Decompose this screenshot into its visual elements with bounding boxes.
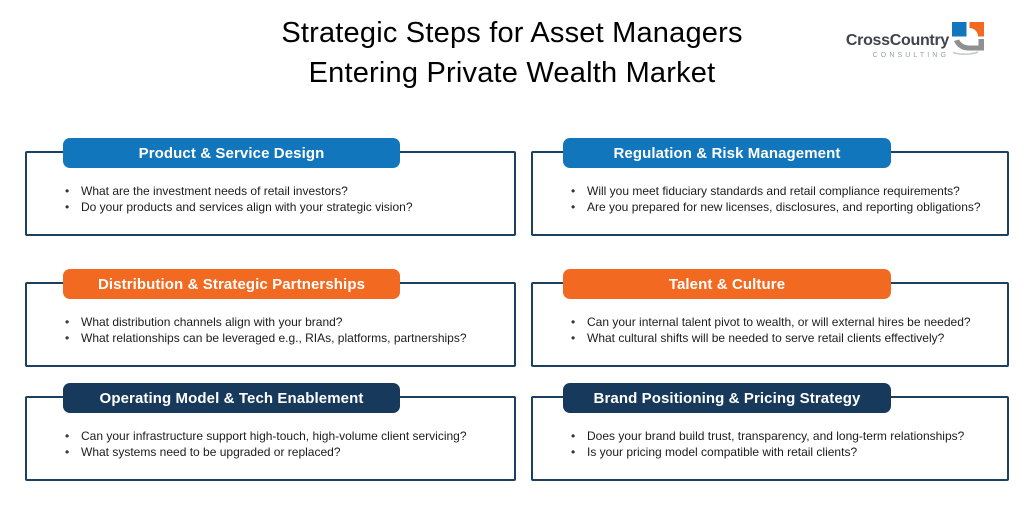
bullet-item: • What relationships can be leveraged e.g… [65, 330, 504, 346]
bullet-dot: • [571, 184, 576, 198]
card-title: Distribution & Strategic Partnerships [97, 275, 366, 293]
card-header-brand-positioning-pricing-strategy: Brand Positioning & Pricing Strategy [563, 383, 891, 413]
bullet-dot: • [65, 445, 70, 459]
card-brand-positioning-pricing-strategy: Brand Positioning & Pricing Strategy • Do… [531, 383, 1009, 481]
card-title: Regulation & Risk Management [613, 144, 841, 162]
bullet-item: • Is your pricing model compatible with r… [571, 444, 997, 460]
bullet-item: • What systems need to be upgraded or rep… [65, 444, 504, 460]
bullet-text: Are you prepared for new licenses, discl… [587, 200, 981, 214]
bullet-text: What cultural shifts will be needed to s… [587, 331, 945, 345]
bullet-text: Can your infrastructure support high-tou… [81, 429, 467, 443]
bullet-item: • Can your internal talent pivot to wealt… [571, 314, 997, 330]
bullet-dot: • [65, 331, 70, 345]
card-title: Operating Model & Tech Enablement [99, 389, 364, 407]
card-header-product-service-design: Product & Service Design [63, 138, 400, 168]
card-talent-culture: Talent & Culture • Can your internal tale… [531, 269, 1009, 367]
logo-sub-name: CONSULTING [872, 52, 949, 59]
card-title: Product & Service Design [138, 144, 325, 162]
bullet-item: • Does your brand build trust, transparen… [571, 428, 997, 444]
bullet-text: What are the investment needs of retail … [81, 184, 348, 198]
card-distribution-strategic-partnerships: Distribution & Strategic Partnerships • W… [25, 269, 516, 367]
card-header-regulation-risk-management: Regulation & Risk Management [563, 138, 891, 168]
bullet-text: Can your internal talent pivot to wealth… [587, 315, 971, 329]
bullet-dot: • [65, 200, 70, 214]
bullet-item: • What are the investment needs of retail… [65, 183, 504, 199]
bullet-item: • What cultural shifts will be needed to … [571, 330, 997, 346]
bullet-item: • What distribution channels align with y… [65, 314, 504, 330]
page-title-line2: Entering Private Wealth Market [308, 57, 716, 89]
card-regulation-risk-management: Regulation & Risk Management • Will you m… [531, 138, 1009, 236]
bullet-item: • Can your infrastructure support high-to… [65, 428, 504, 444]
card-product-service-design: Product & Service Design • What are the i… [25, 138, 516, 236]
bullet-dot: • [571, 445, 576, 459]
bullet-text: Is your pricing model compatible with re… [587, 445, 858, 459]
bullet-dot: • [571, 331, 576, 345]
crosscountry-logo-icon [952, 22, 984, 55]
bullet-text: What relationships can be leveraged e.g.… [81, 331, 467, 345]
card-bullet-list: • Will you meet fiduciary standards and r… [571, 183, 997, 215]
card-bullet-list: • What are the investment needs of retail… [65, 183, 504, 215]
bullet-text: What systems need to be upgraded or repl… [81, 445, 341, 459]
bullet-item: • Do your products and services align wit… [65, 199, 504, 215]
bullet-dot: • [65, 429, 70, 443]
card-bullet-list: • Can your internal talent pivot to wealt… [571, 314, 997, 346]
logo-brand-name: CrossCountry [845, 32, 949, 49]
logo-text: CrossCountry CONSULTING [846, 32, 949, 60]
card-bullet-list: • What distribution channels align with y… [65, 314, 504, 346]
crosscountry-logo: CrossCountry CONSULTING [846, 18, 984, 60]
card-title: Talent & Culture [668, 275, 786, 293]
bullet-dot: • [65, 184, 70, 198]
card-operating-model-tech-enablement: Operating Model & Tech Enablement • Can y… [25, 383, 516, 481]
card-header-operating-model-tech-enablement: Operating Model & Tech Enablement [63, 383, 400, 413]
bullet-dot: • [571, 315, 576, 329]
bullet-text: Will you meet fiduciary standards and re… [587, 184, 960, 198]
bullet-item: • Will you meet fiduciary standards and r… [571, 183, 997, 199]
card-bullet-list: • Does your brand build trust, transparen… [571, 428, 997, 460]
card-header-talent-culture: Talent & Culture [563, 269, 891, 299]
card-bullet-list: • Can your infrastructure support high-to… [65, 428, 504, 460]
bullet-dot: • [571, 200, 576, 214]
card-header-distribution-strategic-partnerships: Distribution & Strategic Partnerships [63, 269, 400, 299]
card-title: Brand Positioning & Pricing Strategy [593, 389, 861, 407]
page-title-line1: Strategic Steps for Asset Managers [281, 17, 743, 49]
bullet-item: • Are you prepared for new licenses, disc… [571, 199, 997, 215]
bullet-dot: • [571, 429, 576, 443]
bullet-text: Does your brand build trust, transparenc… [587, 429, 965, 443]
bullet-text: Do your products and services align with… [81, 200, 413, 214]
bullet-dot: • [65, 315, 70, 329]
bullet-text: What distribution channels align with yo… [81, 315, 343, 329]
page-title: Strategic Steps for Asset Managers Enter… [0, 13, 1024, 93]
